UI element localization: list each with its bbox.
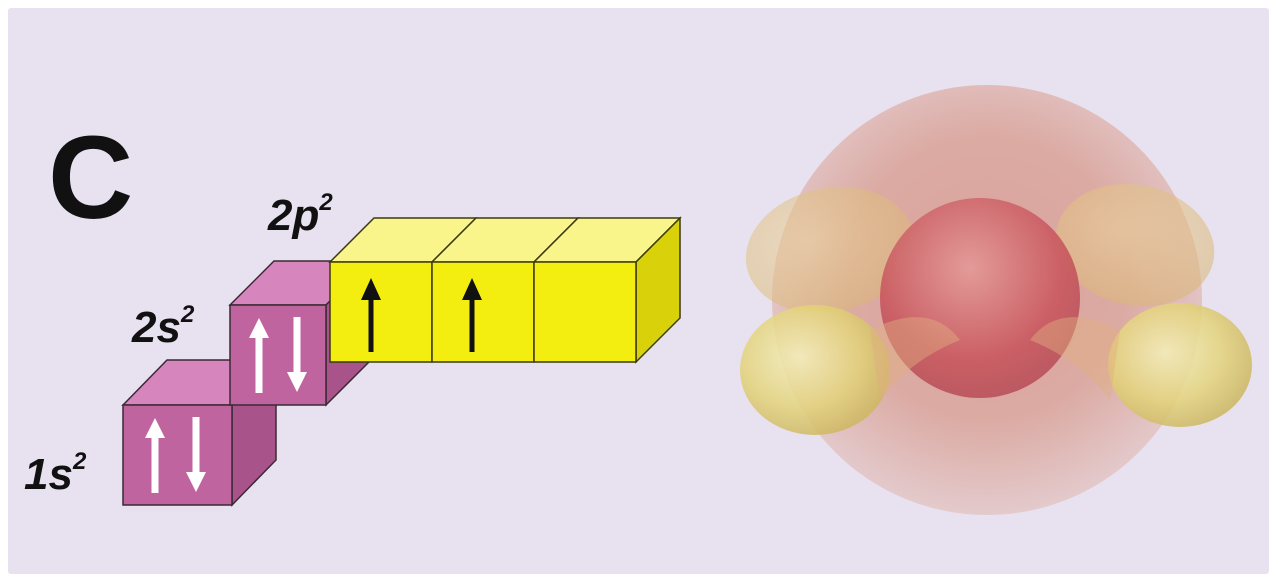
lower-right-lobe <box>1108 303 1252 427</box>
orbital-2py <box>431 261 535 363</box>
electron-up-arrow-2px <box>361 278 381 352</box>
orbital-2px <box>329 261 433 363</box>
lower-left-lobe <box>740 305 890 435</box>
nucleus <box>880 198 1080 398</box>
label-1s: 1s2 <box>24 448 87 499</box>
electron-down-arrow-1s <box>186 417 206 492</box>
upper-left-lobe <box>745 186 915 314</box>
electron-up-arrow-2py <box>462 278 482 352</box>
electron-down-arrow-2s <box>287 317 307 392</box>
element-symbol: C <box>48 112 133 244</box>
orbital-boxes-2p <box>328 216 682 364</box>
label-2p: 2p2 <box>267 189 333 240</box>
electron-up-arrow-2s <box>249 318 269 393</box>
orbital-2pz <box>533 261 637 363</box>
upper-right-lobe <box>1055 183 1215 307</box>
electron-up-arrow-1s <box>145 418 165 493</box>
label-2s: 2s2 <box>131 301 195 352</box>
carbon-atom-illustration <box>740 85 1252 515</box>
